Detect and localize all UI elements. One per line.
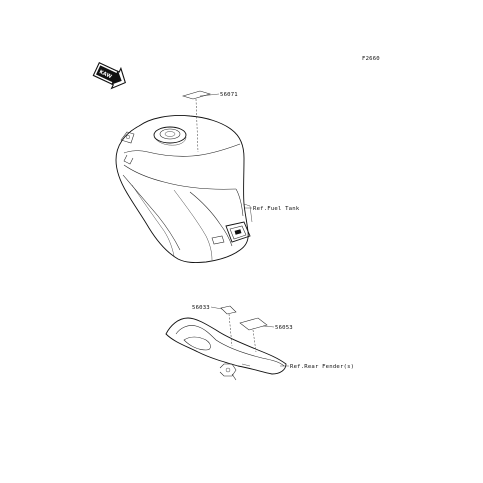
front-direction-logo-icon: KAW [92, 62, 126, 90]
part-number-56033: 56033 [192, 305, 210, 311]
decal-56071: 56071 [182, 90, 238, 153]
part-number-56053: 56053 [275, 325, 293, 331]
rear-fender-reference: Ref.Rear Fender(s) [280, 364, 354, 370]
ref-fuel-tank-label: Ref.Fuel Tank [253, 206, 300, 212]
rear-fender-illustration [165, 317, 287, 381]
fuel-tank-illustration [115, 115, 253, 263]
fuel-tank-reference: Ref.Fuel Tank [244, 206, 300, 212]
decal-56053: 56053 [239, 317, 293, 353]
svg-text:KAW: KAW [98, 69, 113, 80]
ref-rear-fender-label: Ref.Rear Fender(s) [290, 364, 354, 370]
decal-56033: 56033 [192, 305, 237, 347]
figure-code: F2660 [362, 56, 380, 62]
part-number-56071: 56071 [220, 92, 238, 98]
